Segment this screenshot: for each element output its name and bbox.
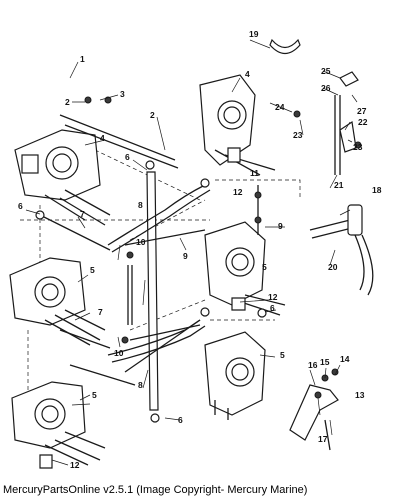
screw-17 <box>324 419 331 451</box>
callout-8: 8 <box>138 380 143 390</box>
callout-23: 23 <box>293 130 303 140</box>
callout-9: 9 <box>278 221 283 231</box>
callout-21: 21 <box>334 180 344 190</box>
callout-6: 6 <box>270 303 275 313</box>
callout-6: 6 <box>178 415 183 425</box>
carburetor-lower-left <box>11 381 106 466</box>
callout-7: 7 <box>98 307 103 317</box>
callout-5: 5 <box>262 262 267 272</box>
carburetor-lower-right <box>204 331 266 420</box>
callout-22: 22 <box>358 117 368 127</box>
clamp-19 <box>269 38 301 55</box>
callout-18: 18 <box>372 185 382 195</box>
callout-6: 6 <box>18 201 23 211</box>
callout-16: 16 <box>308 360 318 370</box>
carburetor-upper-right <box>199 74 276 176</box>
callout-12: 12 <box>70 460 80 470</box>
bracket-13 <box>289 384 339 441</box>
linkage-rods <box>127 95 353 325</box>
callout-2: 2 <box>65 97 70 107</box>
callout-23: 23 <box>353 142 363 152</box>
callout-8: 8 <box>138 200 143 210</box>
callout-25: 25 <box>321 66 331 76</box>
callout-1: 1 <box>80 54 85 64</box>
callout-labels: 1 2 2 3 4 4 5 5 5 5 6 6 6 6 7 7 8 8 9 9 … <box>18 29 382 470</box>
callout-26: 26 <box>321 83 331 93</box>
callout-11: 11 <box>250 168 259 178</box>
callout-13: 13 <box>355 390 365 400</box>
callout-3: 3 <box>120 89 125 99</box>
callout-4: 4 <box>100 133 105 143</box>
callout-17: 17 <box>318 434 328 444</box>
callout-27: 27 <box>357 106 367 116</box>
callout-leaders <box>25 39 358 466</box>
carburetor-middle-left <box>9 257 106 346</box>
copyright-footer: MercuryPartsOnline v2.5.1 (Image Copyrig… <box>3 484 308 496</box>
callout-20: 20 <box>328 262 338 272</box>
callout-10: 10 <box>114 348 124 358</box>
carburetor-middle-right <box>204 221 286 316</box>
callout-15: 15 <box>320 357 330 367</box>
carburetor-upper-left <box>14 129 111 226</box>
brackets-12 <box>39 147 246 469</box>
callout-5: 5 <box>280 350 285 360</box>
callout-7: 7 <box>80 209 85 219</box>
clip-25 <box>339 71 359 87</box>
callout-10: 10 <box>136 237 146 247</box>
fuel-lines <box>39 114 211 411</box>
solenoid-18 <box>347 204 374 296</box>
callout-24: 24 <box>275 102 285 112</box>
callout-14: 14 <box>340 354 350 364</box>
callout-5: 5 <box>92 390 97 400</box>
callout-19: 19 <box>249 29 259 39</box>
callout-9: 9 <box>183 251 188 261</box>
callout-4: 4 <box>245 69 250 79</box>
callout-12: 12 <box>268 292 278 302</box>
callout-12: 12 <box>233 187 243 197</box>
small-fasteners <box>35 96 362 423</box>
callout-6: 6 <box>125 152 130 162</box>
callout-2: 2 <box>150 110 155 120</box>
callout-5: 5 <box>90 265 95 275</box>
